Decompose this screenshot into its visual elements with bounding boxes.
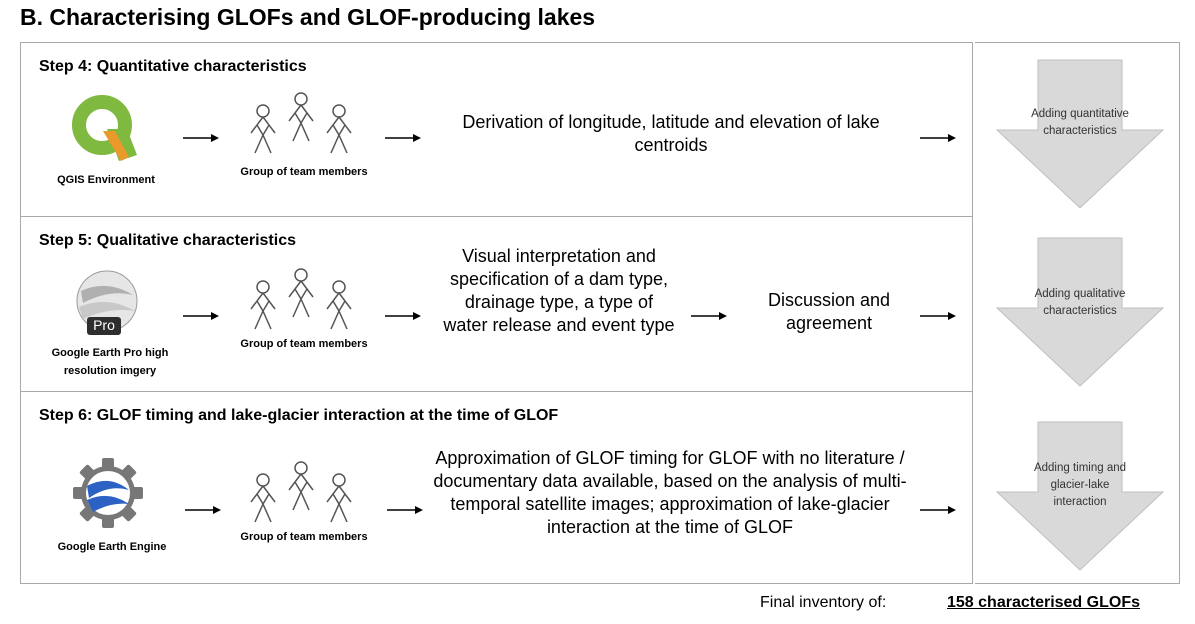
pro-badge: Pro [93,317,115,333]
block-down-arrow [995,421,1165,571]
source-caption: QGIS Environment [57,174,155,186]
block-arrow-label: Adding qualitative characteristics [1034,288,1126,317]
page-title: B. Characterising GLOFs and GLOF-produci… [20,4,596,30]
team-members-icon [250,268,352,330]
final-inventory-label: Final inventory of: [760,594,887,611]
flow-arrow [920,312,956,320]
step-description: Derivation of longitude, latitude and el… [462,112,880,155]
qgis-logo-icon [72,95,137,161]
step-title: Step 6: GLOF timing and lake-glacier int… [39,407,559,424]
block-arrow-label: Adding quantitative characteristics [1031,108,1129,137]
step-title: Step 4: Quantitative characteristics [39,58,307,75]
output-column [975,42,1180,584]
discussion-text: Discussion and agreement [767,290,891,333]
source-caption: Google Earth Engine [57,541,167,553]
flow-arrow [920,506,956,514]
flow-arrow [920,134,956,142]
flow-arrow [387,506,423,514]
group-caption: Group of team members [240,531,368,543]
google-earth-engine-icon [73,458,143,528]
source-caption: Google Earth Pro high resolution imgery [51,347,169,377]
step-description: Approximation of GLOF timing for GLOF wi… [433,448,907,537]
block-down-arrow [995,237,1165,387]
final-inventory-value: 158 characterised GLOFs [947,594,1140,611]
flow-arrow [185,506,221,514]
group-caption: Group of team members [240,338,368,350]
step-panel-4: Step 4: Quantitative characteristics QGI… [20,42,973,217]
google-earth-pro-icon [76,270,138,335]
team-members-icon [250,92,352,154]
group-caption: Group of team members [240,166,368,178]
flow-arrow [385,312,421,320]
step-panel-5: Step 5: Qualitative characteristics Pro … [20,216,973,392]
block-arrow-label: Adding timing and glacier-lake interacti… [1033,462,1127,508]
step-title: Step 5: Qualitative characteristics [39,232,296,249]
flow-arrow [385,134,421,142]
flow-arrow [183,312,219,320]
step-panel-6: Step 6: GLOF timing and lake-glacier int… [20,391,973,584]
flow-arrow [183,134,219,142]
block-down-arrow [995,59,1165,209]
step-description: Visual interpretation and specification … [443,246,675,335]
team-members-icon [250,461,352,523]
flow-arrow [691,312,727,320]
